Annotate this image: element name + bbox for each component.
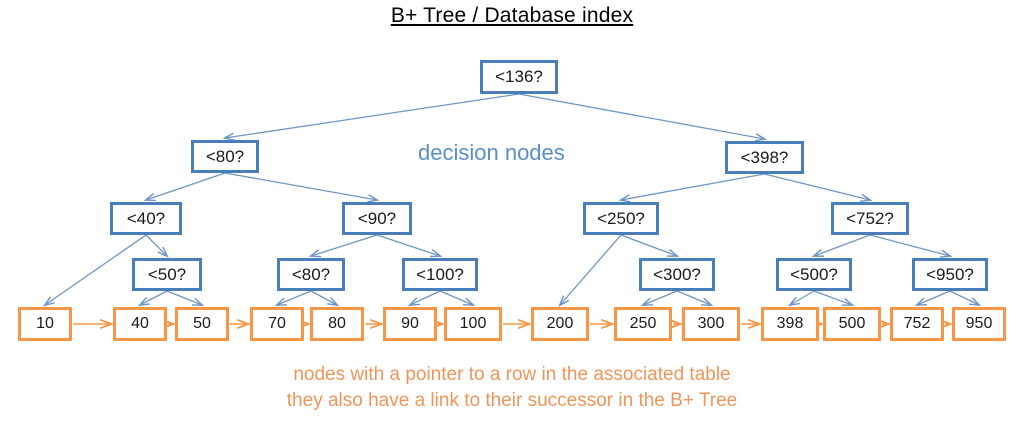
tree-edge-n752-to-n950 [869, 234, 950, 256]
leaf-node-l500[interactable]: 500 [823, 307, 881, 341]
decision-node-n50[interactable]: <50? [132, 258, 202, 291]
tree-edge-n250-to-l200 [560, 234, 622, 305]
node-label: 200 [546, 315, 574, 332]
tree-edge-n80b-to-l80 [310, 290, 337, 305]
tree-edge-n90-to-n80b [311, 234, 378, 256]
node-label: 752 [903, 315, 931, 332]
decision-node-n80b[interactable]: <80? [277, 258, 345, 291]
tree-edge-n50-to-l40 [140, 290, 168, 305]
node-label: 500 [838, 315, 866, 332]
tree-edge-n950-to-l950 [949, 290, 979, 305]
decision-node-n250[interactable]: <250? [583, 202, 659, 235]
node-label: 300 [697, 315, 725, 332]
node-label: 10 [36, 315, 54, 332]
tree-edges [45, 93, 979, 305]
node-label: <500? [790, 264, 838, 284]
page-title: B+ Tree / Database index [390, 4, 634, 27]
tree-edge-n50-to-l50 [166, 290, 202, 305]
leaf-node-l950[interactable]: 950 [952, 307, 1006, 341]
tree-edge-n40-to-l10 [45, 234, 147, 305]
leaf-node-l300[interactable]: 300 [682, 307, 740, 341]
tree-edge-n80b-to-l70 [277, 290, 312, 305]
node-label: 398 [776, 315, 804, 332]
tree-edge-n40-to-n50 [145, 234, 167, 256]
caption-line-2: they also have a link to their successor… [286, 390, 738, 411]
node-label: 40 [131, 315, 149, 332]
leaf-node-l752[interactable]: 752 [890, 307, 944, 341]
node-label: 50 [193, 315, 211, 332]
decision-node-n80[interactable]: <80? [191, 140, 259, 173]
tree-edge-n500-to-l500 [813, 290, 852, 305]
tree-edge-n950-to-l752 [917, 290, 951, 305]
tree-edge-n752-to-n500 [814, 234, 871, 256]
node-label: <300? [653, 264, 701, 284]
decision-node-n752[interactable]: <752? [831, 202, 909, 235]
node-label: <100? [416, 264, 464, 284]
node-label: 80 [328, 315, 346, 332]
leaf-node-l40[interactable]: 40 [113, 307, 167, 341]
leaf-node-l50[interactable]: 50 [175, 307, 229, 341]
tree-edge-n100-to-l100 [439, 290, 473, 305]
leaf-node-l10[interactable]: 10 [18, 307, 72, 341]
leaf-node-l200[interactable]: 200 [531, 307, 589, 341]
tree-edge-n100-to-l90 [410, 290, 441, 305]
node-label: 100 [459, 315, 487, 332]
node-label: <50? [147, 264, 187, 284]
tree-edge-n300-to-l300 [676, 290, 711, 305]
tree-edge-n90-to-n100 [376, 234, 440, 256]
tree-edge-n136-to-n80 [225, 93, 520, 138]
node-label: <398? [740, 147, 789, 167]
decision-node-n950[interactable]: <950? [912, 258, 988, 291]
node-label: <250? [597, 208, 645, 228]
tree-edge-n398-to-n250 [621, 173, 765, 200]
node-label: <136? [495, 67, 543, 86]
caption-line-1: nodes with a pointer to a row in the ass… [293, 364, 731, 385]
leaf-node-l90[interactable]: 90 [383, 307, 437, 341]
node-label: 70 [268, 315, 286, 332]
tree-edge-n500-to-l398 [790, 290, 815, 305]
node-label: <752? [846, 208, 894, 228]
tree-edge-n80-to-n90 [224, 172, 377, 200]
decision-node-n398[interactable]: <398? [725, 141, 804, 174]
node-label: <80? [291, 264, 331, 284]
tree-edge-n80-to-n40 [146, 172, 226, 200]
decision-node-n90[interactable]: <90? [342, 202, 412, 235]
decision-node-n500[interactable]: <500? [776, 258, 852, 291]
node-label: 250 [629, 315, 657, 332]
decision-node-n136[interactable]: <136? [480, 60, 558, 94]
node-label: <80? [205, 146, 245, 166]
leaf-node-l250[interactable]: 250 [614, 307, 672, 341]
tree-edge-n136-to-n398 [518, 93, 765, 139]
decision-node-n300[interactable]: <300? [639, 258, 715, 291]
leaf-node-l80[interactable]: 80 [310, 307, 364, 341]
leaf-node-l100[interactable]: 100 [444, 307, 502, 341]
decision-node-n100[interactable]: <100? [402, 258, 478, 291]
decision-nodes-label: decision nodes [418, 140, 565, 165]
leaf-node-l398[interactable]: 398 [761, 307, 819, 341]
node-label: <950? [926, 264, 974, 284]
node-label: <40? [126, 208, 166, 228]
node-label: 90 [401, 315, 419, 332]
node-label: <90? [357, 208, 397, 228]
tree-edge-n250-to-n300 [620, 234, 677, 256]
leaf-node-l70[interactable]: 70 [250, 307, 304, 341]
tree-edge-n300-to-l250 [643, 290, 678, 305]
node-label: 950 [965, 315, 993, 332]
tree-edge-n398-to-n752 [764, 173, 871, 200]
decision-node-n40[interactable]: <40? [110, 202, 182, 235]
